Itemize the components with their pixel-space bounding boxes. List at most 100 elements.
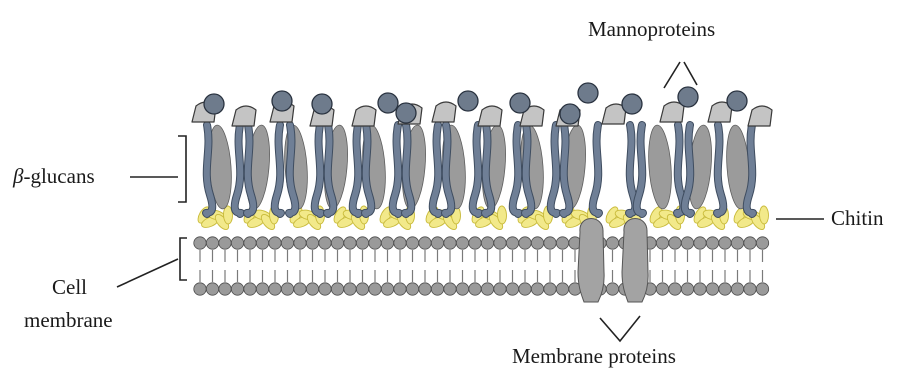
phospholipid-head: [494, 283, 506, 295]
phospholipid-head: [556, 237, 568, 249]
mannoproteins-leader: [664, 62, 697, 88]
phospholipid-head: [394, 237, 406, 249]
phospholipid-head: [694, 237, 706, 249]
mannoprotein-ball: [510, 93, 530, 113]
phospholipid-head: [294, 283, 306, 295]
phospholipid-head: [469, 283, 481, 295]
phospholipid-head: [669, 283, 681, 295]
chitin-fiber: [759, 206, 769, 224]
mannoprotein-ball: [378, 93, 398, 113]
phospholipid-head: [519, 237, 531, 249]
phospholipid-head: [681, 237, 693, 249]
phospholipid-head: [331, 237, 343, 249]
phospholipid-head: [219, 237, 231, 249]
phospholipid-head: [706, 237, 718, 249]
phospholipid-head: [694, 283, 706, 295]
phospholipid-head: [306, 237, 318, 249]
glucan-blob: [646, 124, 674, 209]
phospholipid-head: [606, 237, 618, 249]
phospholipid-head: [544, 237, 556, 249]
mannoprotein-ball: [396, 103, 416, 123]
membrane-protein: [578, 219, 604, 303]
membrane-proteins-leader: [600, 316, 640, 341]
phospholipid-head: [444, 283, 456, 295]
phospholipid-head: [606, 283, 618, 295]
phospholipid-head: [431, 237, 443, 249]
phospholipid-head: [344, 283, 356, 295]
phospholipid-head: [206, 237, 218, 249]
phospholipid-head: [544, 283, 556, 295]
phospholipid-head: [531, 283, 543, 295]
phospholipid-head: [231, 237, 243, 249]
phospholipid-head: [506, 283, 518, 295]
phospholipid-head: [356, 237, 368, 249]
phospholipid-head: [356, 283, 368, 295]
phospholipid-head: [719, 283, 731, 295]
phospholipid-head: [469, 237, 481, 249]
phospholipid-head: [744, 283, 756, 295]
phospholipid-head: [731, 237, 743, 249]
mannoprotein-wedge: [748, 106, 772, 126]
phospholipid-head: [194, 237, 206, 249]
mannoprotein-ball: [727, 91, 747, 111]
membrane-proteins-label: Membrane proteins: [512, 344, 676, 368]
membrane-protein: [622, 219, 648, 303]
mannoprotein-wedge: [432, 102, 456, 122]
phospholipid-head: [481, 283, 493, 295]
mannoprotein-wedge: [478, 106, 502, 126]
mannoprotein-wedge: [352, 106, 376, 126]
phospholipid-head: [369, 237, 381, 249]
phospholipid-head: [381, 283, 393, 295]
phospholipid-head: [456, 237, 468, 249]
phospholipid-head: [481, 237, 493, 249]
mannoproteins-label: Mannoproteins: [588, 17, 715, 41]
phospholipid-head: [719, 237, 731, 249]
phospholipid-head: [319, 283, 331, 295]
phospholipid-head: [219, 283, 231, 295]
phospholipid-head: [244, 283, 256, 295]
phospholipid-head: [531, 237, 543, 249]
phospholipid-head: [419, 237, 431, 249]
phospholipid-head: [494, 237, 506, 249]
phospholipid-head: [281, 283, 293, 295]
mannoprotein-layer: [192, 83, 772, 126]
mannoprotein-ball: [204, 94, 224, 114]
mannoprotein-ball: [678, 87, 698, 107]
phospholipid-head: [394, 283, 406, 295]
mannoprotein-ball: [272, 91, 292, 111]
phospholipid-head: [681, 283, 693, 295]
phospholipid-head: [519, 283, 531, 295]
beta-glucans-label: β-glucans: [13, 164, 95, 188]
glucans-text: -glucans: [23, 164, 94, 188]
phospholipid-head: [406, 283, 418, 295]
phospholipid-head: [269, 237, 281, 249]
phospholipid-head: [231, 283, 243, 295]
phospholipid-head: [206, 283, 218, 295]
phospholipid-head: [406, 237, 418, 249]
phospholipid-head: [756, 237, 768, 249]
phospholipid-head: [756, 283, 768, 295]
phospholipid-head: [319, 237, 331, 249]
phospholipid-head: [731, 283, 743, 295]
phospholipid-head: [656, 237, 668, 249]
phospholipid-head: [431, 283, 443, 295]
chitin-label: Chitin: [831, 206, 884, 230]
mannoprotein-ball: [312, 94, 332, 114]
phospholipid-head: [306, 283, 318, 295]
phospholipid-head: [294, 237, 306, 249]
mannoprotein-ball: [560, 104, 580, 124]
phospholipid-head: [669, 237, 681, 249]
mannoprotein-ball: [622, 94, 642, 114]
phospholipid-head: [706, 283, 718, 295]
glucans-bracket: [178, 136, 186, 202]
membrane-leader: [117, 259, 178, 287]
phospholipid-head: [419, 283, 431, 295]
beta-glucan-layer: [206, 124, 753, 214]
mannoprotein-ball: [578, 83, 598, 103]
phospholipid-head: [269, 283, 281, 295]
cell-membrane-bilayer: [194, 237, 769, 295]
phospholipid-head: [244, 237, 256, 249]
phospholipid-head: [506, 237, 518, 249]
